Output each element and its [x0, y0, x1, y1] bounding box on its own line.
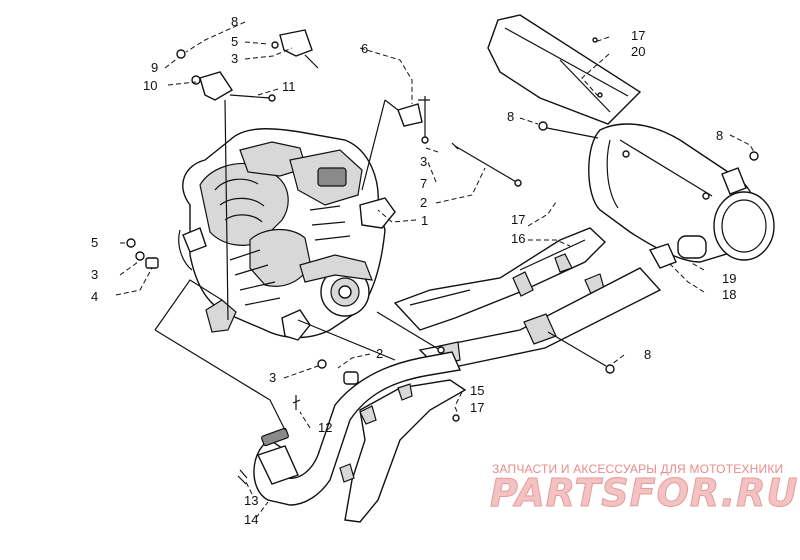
callout-6: 6	[361, 41, 369, 56]
callout-3-left: 3	[91, 267, 99, 282]
watermark-subtitle: ЗАПЧАСТИ И АКСЕССУАРЫ ДЛЯ МОТОТЕХНИКИ	[492, 462, 784, 476]
front-pipe-heat-shield	[339, 379, 467, 523]
long-bolt-upper	[451, 142, 522, 187]
mid-pipe-heat-shield	[393, 227, 607, 331]
callout-11: 11	[282, 79, 296, 94]
callout-5-top: 5	[231, 34, 239, 49]
callout-8-muffler-right: 8	[716, 128, 724, 143]
callout-20: 20	[631, 44, 646, 59]
callout-3-lower: 3	[269, 370, 277, 385]
callout-19: 19	[722, 271, 737, 286]
callout-3-mid: 3	[420, 154, 428, 169]
watermark-brand-logo: PARTSFOR.RU	[489, 471, 799, 516]
engine-assembly	[178, 128, 396, 341]
muffler-bolts	[538, 121, 759, 374]
callout-10: 10	[143, 78, 158, 93]
long-bolt-lower	[317, 311, 445, 385]
callout-7: 7	[420, 176, 428, 191]
callout-16: 16	[511, 231, 526, 246]
assembly-guide-lines	[154, 99, 713, 431]
heat-shield-top	[487, 14, 642, 125]
callout-15: 15	[470, 383, 485, 398]
callout-3-top: 3	[231, 51, 239, 66]
callout-9: 9	[151, 60, 159, 75]
callout-18: 18	[722, 287, 737, 302]
callout-8-muffler-left: 8	[507, 109, 515, 124]
callout-17-top: 17	[631, 28, 646, 43]
callout-8-top: 8	[231, 14, 239, 29]
leader-lines	[115, 21, 755, 519]
mount-hardware-left	[126, 238, 159, 269]
callout-2-lower: 2	[376, 346, 384, 361]
callout-8-lower: 8	[644, 347, 652, 362]
callout-17-mid: 17	[511, 212, 526, 227]
callout-1: 1	[421, 213, 429, 228]
callout-13: 13	[244, 493, 259, 508]
callout-4: 4	[91, 289, 99, 304]
callout-12: 12	[318, 420, 333, 435]
small-hardware-front	[237, 395, 301, 485]
callout-5-left: 5	[91, 235, 99, 250]
front-pipe	[253, 351, 462, 506]
callout-14: 14	[244, 512, 259, 527]
callout-2-upper: 2	[420, 195, 428, 210]
callout-17-lower: 17	[470, 400, 485, 415]
bracket-6	[397, 96, 430, 144]
engine-mount-bracket-top	[176, 29, 319, 102]
muffler	[588, 123, 775, 269]
